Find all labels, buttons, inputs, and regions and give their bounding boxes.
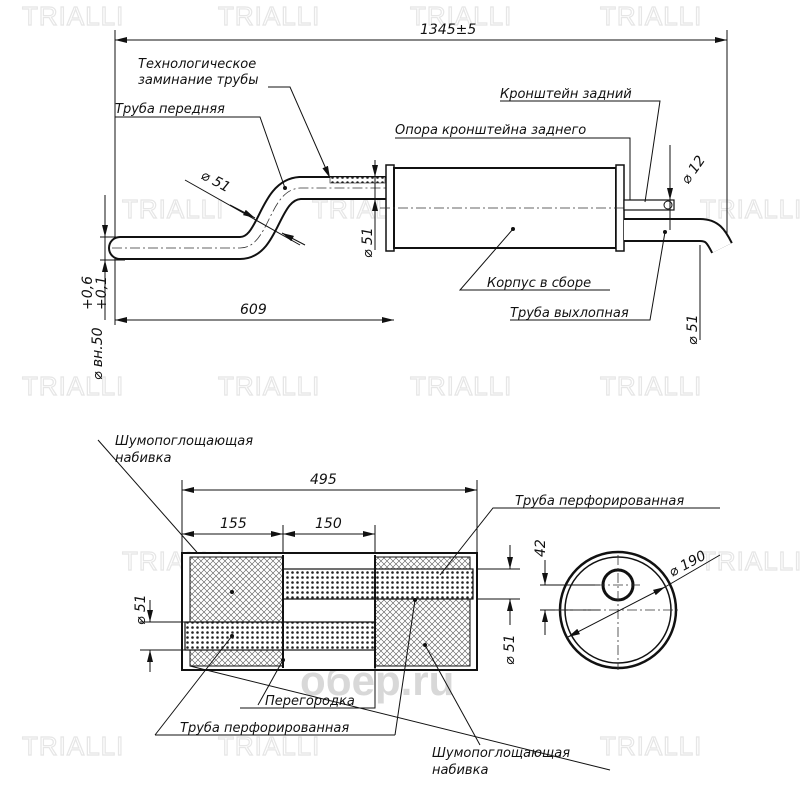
drawing-stroke [439, 507, 720, 576]
drawing-stroke [230, 590, 234, 594]
drawing-stroke [257, 659, 284, 706]
watermark-text: TRIALLI [410, 1, 512, 31]
drawing-stroke [189, 649, 284, 667]
tech-crimp-label-1: Технологическое [138, 57, 256, 72]
absorber-bottom-label-1: Шумопоглощающая [432, 746, 570, 761]
exhaust-pipe-label: Труба выхлопная [510, 306, 629, 321]
inlet-diameter-label: ⌀ 51 [133, 594, 149, 625]
drawing-stroke [458, 228, 610, 291]
bracket-diameter-label: ⌀ 12 [678, 153, 709, 187]
front-length-label: 609 [240, 302, 267, 318]
watermark-text: TRIALLI [410, 371, 512, 401]
inner-diameter-label: ⌀ вн.50 +0,6 +0,1 [80, 276, 110, 380]
front-pipe-label: Труба передняя [115, 102, 225, 117]
tech-crimp-label-2: заминание трубы [138, 73, 258, 88]
watermark-text: TRIALLI [600, 1, 702, 31]
drawing-stroke [374, 598, 471, 667]
body-length-label: 495 [310, 472, 337, 488]
drawing-stroke [184, 179, 301, 246]
perforated-pipe-outlet [282, 568, 474, 600]
perforated-pipe-top-label: Труба перфорированная [515, 494, 684, 509]
drawing-stroke [283, 186, 287, 190]
watermark-text: TRIALLI [218, 731, 320, 761]
watermark-text: TRIALLI [22, 1, 124, 31]
watermark-text: TRIALLI [218, 371, 320, 401]
drawing-stroke [268, 86, 331, 179]
absorber-bottom-label-2: набивка [432, 763, 488, 778]
baffle-label: Перегородка [265, 694, 355, 709]
housing-label: Корпус в сборе [487, 276, 591, 291]
drawing-stroke [664, 554, 721, 588]
drawing-label: ⌀ вн.50 [90, 327, 106, 380]
drawing-stroke [567, 586, 666, 638]
watermark-text: TRIALLI [218, 1, 320, 31]
top-view: 1345±5 ⌀ вн.50 +0,6 +0,1 ⌀ 51 [80, 22, 733, 380]
drawing-stroke [500, 100, 661, 203]
watermark-text: TRIALLI [700, 194, 800, 224]
offset-label: 42 [533, 539, 549, 557]
watermark-text: TRIALLI [22, 731, 124, 761]
drawing-stroke [663, 200, 673, 210]
perforated-pipe-bottom-label: Труба перфорированная [180, 721, 349, 736]
drawing-stroke [189, 556, 284, 623]
drawing-label: +0,6 [80, 276, 96, 310]
drawing-stroke [374, 556, 471, 570]
watermark-text: TRIALLI [600, 731, 702, 761]
bend-diameter-label: ⌀ 51 [198, 167, 233, 196]
absorber-top-label-1: Шумопоглощающая [115, 434, 253, 449]
drawing-stroke [395, 137, 631, 200]
watermark-text: TRIALLI [700, 546, 800, 576]
drawing-stroke [624, 220, 731, 253]
outlet-diameter-label: ⌀ 51 [502, 634, 518, 665]
drawing-stroke [424, 644, 481, 746]
drawing-stroke [394, 599, 416, 736]
watermark-text: TRIALLI [600, 371, 702, 401]
drawing-stroke [115, 116, 286, 189]
section-view: Шумопоглощающая набивка 495 155 150 ⌀ 51 [97, 434, 721, 778]
drawing-label: +0,1 [94, 276, 110, 310]
drawing-stroke [510, 231, 666, 321]
watermark-text: TRIALLI [22, 371, 124, 401]
drawing-stroke [281, 232, 306, 246]
exhaust-diameter-label: ⌀ 51 [685, 314, 701, 345]
rear-bracket [623, 199, 675, 211]
bracket-support-label: Опора кронштейна заднего [395, 123, 586, 138]
watermark-text: TRIALLI [122, 194, 224, 224]
perforated-pipe-inlet [184, 621, 376, 651]
chamber2-length-label: 150 [315, 516, 342, 532]
drawing-stroke [229, 204, 256, 219]
drawing-stroke [329, 176, 386, 184]
drawing-stroke [189, 665, 611, 771]
drawing-stroke [154, 635, 233, 736]
absorber-top-label-2: набивка [115, 451, 171, 466]
chamber1-length-label: 155 [220, 516, 247, 532]
front-end-diameter-label: ⌀ 51 [360, 227, 376, 258]
overall-length-label: 1345±5 [420, 22, 476, 38]
rear-bracket-label: Кронштейн задний [500, 87, 632, 102]
drawing-stroke [240, 668, 376, 709]
drawing-stroke [112, 187, 390, 249]
